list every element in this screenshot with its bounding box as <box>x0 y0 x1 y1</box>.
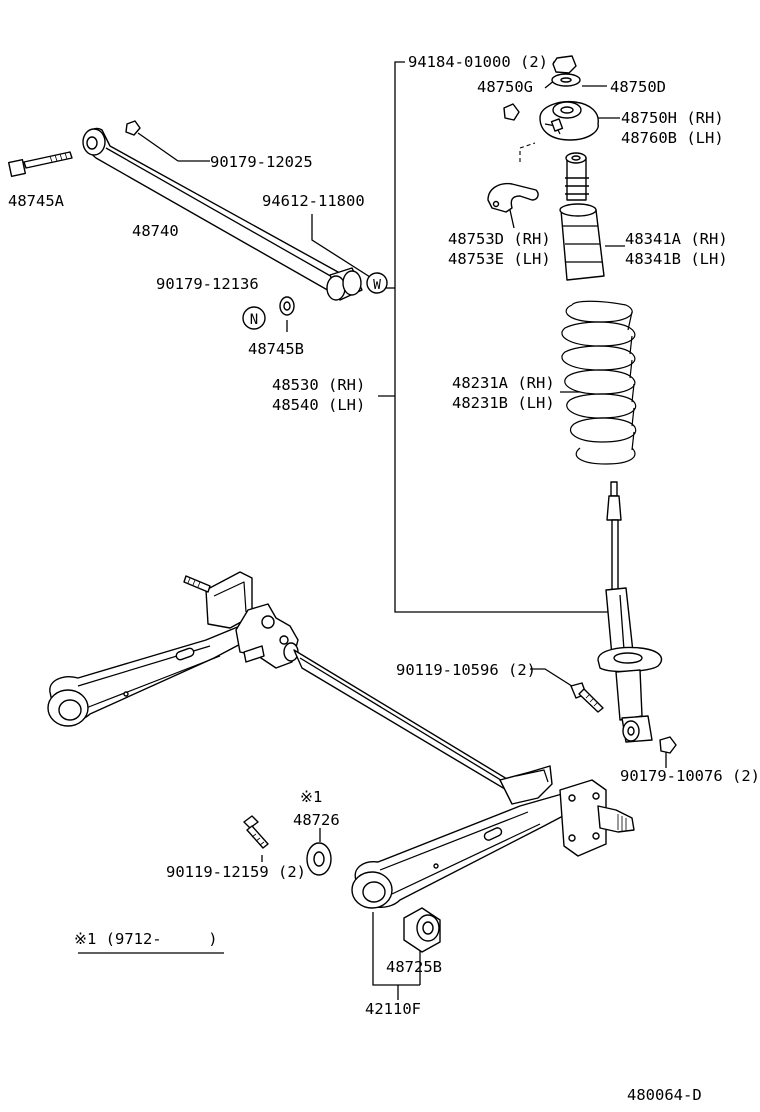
label-42110f: 42110F <box>365 1000 421 1018</box>
label-94612: 94612-11800 <box>262 192 365 210</box>
label-footnote: ※1 (9712- ) <box>74 930 218 948</box>
label-90179-10076: 90179-10076 (2) <box>620 767 760 785</box>
label-90119-10596: 90119-10596 (2) <box>396 661 536 679</box>
label-48725b: 48725B <box>386 958 442 976</box>
label-48753e: 48753E (LH) <box>448 250 551 268</box>
svg-text:W: W <box>373 278 381 293</box>
shock-absorber-48530 <box>570 481 677 754</box>
label-90119-12159: 90119-12159 (2) <box>166 863 306 881</box>
lateral-rod-48740 <box>7 120 363 316</box>
label-90179-12025: 90179-12025 <box>210 153 313 171</box>
marker-n: N <box>242 306 266 330</box>
label-48760b: 48760B (LH) <box>621 129 724 147</box>
shock-top-assembly <box>487 55 605 281</box>
label-48745a: 48745A <box>8 192 65 210</box>
label-48341b: 48341B (LH) <box>625 250 728 268</box>
label-48745b: 48745B <box>248 340 304 358</box>
marker-w: W <box>366 272 388 294</box>
bolt-90119-12159 <box>243 815 269 849</box>
label-48750h: 48750H (RH) <box>621 109 724 127</box>
bracket-48530 <box>394 61 613 613</box>
axle-beam-42110f <box>47 571 635 909</box>
label-48231a: 48231A (RH) <box>452 374 555 392</box>
coil-spring-48231 <box>561 300 637 465</box>
bush-48725b <box>403 907 441 953</box>
nut-90179-12025 <box>125 120 141 136</box>
svg-text:N: N <box>250 312 258 328</box>
label-48750g: 48750G <box>477 78 533 96</box>
label-90179-12136: 90179-12136 <box>156 275 259 293</box>
bolt-48745a <box>7 151 73 178</box>
label-48726-note: ※1 <box>300 788 322 806</box>
label-48753d: 48753D (RH) <box>448 230 551 248</box>
label-diagram-id: 480064-D <box>627 1086 702 1104</box>
label-48726: 48726 <box>293 811 340 829</box>
label-48341a: 48341A (RH) <box>625 230 728 248</box>
leader-lines <box>137 61 667 1000</box>
part-labels: 94184-01000 (2) 48750G 48750D 48750H (RH… <box>8 53 760 1104</box>
label-48740: 48740 <box>132 222 179 240</box>
label-48530: 48530 (RH) <box>272 376 365 394</box>
label-94184: 94184-01000 (2) <box>408 53 548 71</box>
label-48750d: 48750D <box>610 78 666 96</box>
label-48231b: 48231B (LH) <box>452 394 555 412</box>
washer-48726 <box>306 842 332 876</box>
label-48540: 48540 (LH) <box>272 396 365 414</box>
